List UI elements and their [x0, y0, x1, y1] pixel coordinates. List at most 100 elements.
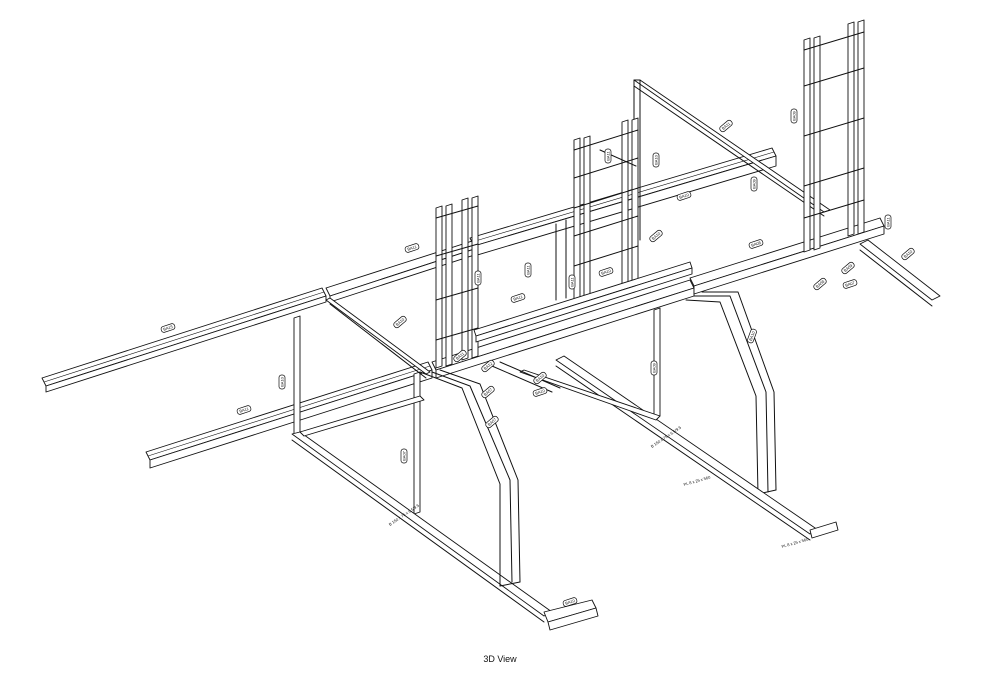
member-tag-box — [676, 191, 692, 201]
member-tag: BA07 — [400, 448, 408, 464]
member-tag: BA09 — [750, 176, 758, 192]
plate-label-2: PL 8 x 25 x 560 — [781, 536, 810, 549]
member-tag-label: BA10 — [535, 372, 546, 383]
member-tag: BA11 — [404, 243, 420, 253]
member-tag-box — [604, 148, 612, 164]
member-tag: BA10 — [747, 328, 757, 344]
member-tag-label: BA11 — [455, 350, 466, 360]
member-tag-box — [790, 108, 798, 124]
member-tag-box — [884, 214, 892, 230]
member-tag: BA11 — [568, 274, 576, 290]
member-tag: BA11 — [453, 349, 467, 363]
member-tag-label: BA09 — [791, 110, 796, 121]
ladder-tower-left — [435, 195, 479, 369]
member-tag-box — [393, 315, 407, 329]
member-tag: BA12 — [481, 359, 495, 373]
member-tag: BA10 — [562, 597, 578, 607]
member-tag-label: BA11 — [513, 294, 524, 302]
member-tag-box — [598, 267, 614, 277]
member-tag: BA10 — [598, 267, 614, 277]
member-tag: BA11 — [884, 214, 892, 230]
member-tag-label: BA07 — [845, 280, 857, 288]
member-tag-label: BA09 — [843, 262, 854, 273]
member-tag-box — [160, 323, 176, 333]
member-tag: BA08 — [748, 239, 764, 249]
member-tag: BA10 — [901, 247, 915, 261]
member-tag-box — [533, 371, 547, 385]
member-tag: BA09 — [790, 108, 798, 124]
member-tag-box — [400, 448, 408, 464]
member-tag-label: BA10 — [748, 330, 756, 342]
member-tag: BA07 — [842, 279, 858, 289]
member-tags: BA15BA11BA11BA10BA10BA11BA11BA11BA11BA10… — [160, 108, 915, 607]
member-tag-box — [901, 247, 915, 261]
member-tag-label: BA07 — [487, 416, 498, 427]
member-tag-label: BA12 — [483, 360, 494, 371]
member-tag-box — [747, 328, 757, 344]
member-tag-label: BA15 — [163, 324, 175, 332]
plate-label-1: PL 8 x 25 x 560 — [683, 474, 712, 487]
member-tag: BA09 — [841, 261, 855, 275]
member-tag-box — [404, 243, 420, 253]
member-tag-box — [652, 152, 660, 168]
member-tag-box — [510, 293, 526, 303]
member-tag: BA10 — [649, 229, 663, 243]
member-tag-box — [562, 597, 578, 607]
member-tag: BA10 — [652, 152, 660, 168]
member-tag: BA11 — [719, 119, 733, 133]
right-out-beam — [859, 239, 941, 307]
member-tag: BA10 — [676, 191, 692, 201]
ladder-tower-right — [803, 19, 865, 253]
member-tag-box — [813, 277, 827, 291]
member-tag: BA11 — [524, 262, 532, 278]
member-tag-label: BA08 — [815, 278, 826, 289]
member-tag-box — [453, 349, 467, 363]
member-tag-box — [481, 359, 495, 373]
member-tag: BA10 — [532, 387, 548, 397]
member-tag-box — [748, 239, 764, 249]
member-tag-box — [568, 274, 576, 290]
member-tag-box — [719, 119, 733, 133]
member-tag-box — [236, 405, 252, 415]
member-tag: BA11 — [604, 148, 612, 164]
ladder-tower-middle — [573, 117, 639, 305]
member-tag-label: BA10 — [903, 248, 914, 259]
member-tag-box — [842, 279, 858, 289]
member-tag-label: BA10 — [535, 388, 547, 396]
member-tag-label: BA10 — [279, 376, 284, 387]
member-tag-box — [532, 387, 548, 397]
member-tag-label: BA11 — [525, 264, 530, 274]
member-tag-label: BA09 — [651, 362, 656, 373]
member-tag: BA08 — [813, 277, 827, 291]
member-tag-box — [524, 262, 532, 278]
member-tag-label: BA11 — [407, 244, 418, 252]
member-tag-box — [750, 176, 758, 192]
member-tag: BA11 — [236, 405, 252, 415]
member-tag-label: BA11 — [475, 272, 480, 282]
member-tag: BA07 — [485, 415, 499, 429]
member-tag-label: BA07 — [401, 450, 406, 461]
member-tag-label: BA10 — [679, 192, 691, 200]
member-tag: BA15 — [160, 323, 176, 333]
member-tag-label: BA11 — [605, 150, 610, 160]
right-portal-frame — [519, 291, 839, 541]
member-tag-box — [278, 374, 286, 390]
member-tag: BA07 — [481, 385, 495, 399]
left-portal-frame — [291, 297, 599, 631]
member-tag-label: BA08 — [751, 240, 763, 248]
member-tag-label: BA11 — [239, 406, 250, 414]
member-tag: BA10 — [533, 371, 547, 385]
member-tag: BA11 — [510, 293, 526, 303]
mid-cross-members — [473, 219, 693, 393]
member-tag-label: BA07 — [483, 386, 494, 397]
member-tag-box — [481, 385, 495, 399]
member-tag-box — [474, 270, 482, 286]
view-caption: 3D View — [483, 654, 517, 664]
member-tag: BA09 — [650, 360, 658, 376]
member-tag-label: BA11 — [885, 216, 890, 226]
member-tag-label: BA11 — [569, 276, 574, 286]
member-tag-label: BA10 — [651, 230, 662, 241]
member-tag-box — [650, 360, 658, 376]
member-tag-label: BA10 — [601, 268, 613, 276]
